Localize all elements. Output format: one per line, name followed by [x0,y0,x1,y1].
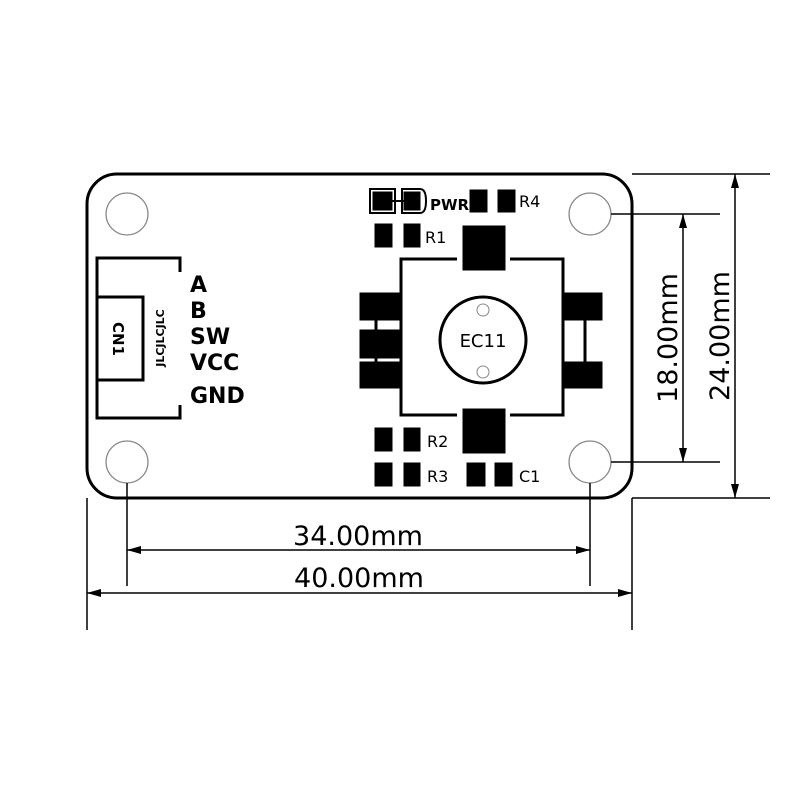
dimension-arrows [87,174,739,597]
pin-labels: A B SW VCC GND [190,273,245,409]
mounting-hole [105,192,149,236]
label-r1: R1 [425,228,446,247]
pin-label-sw: SW [190,325,230,350]
pin-label-a: A [190,273,207,298]
label-c1: C1 [519,467,540,486]
dimension-lines [86,173,770,630]
connector-cn1 [95,256,182,420]
connector-silk: JLCJLCJLC [154,309,167,368]
label-pwr: PWR [430,196,470,214]
pin-label-vcc: VCC [190,351,239,376]
encoder-ec11 [359,225,603,454]
connector-ref: CN1 [109,322,127,356]
mounting-holes [105,192,612,484]
dim-board-width: 40.00mm [294,563,424,594]
smd-pads [369,188,516,487]
dim-board-height: 24.00mm [705,271,736,401]
pin-label-gnd: GND [190,384,245,409]
pin-label-b: B [190,299,207,324]
label-r3: R3 [427,467,448,486]
dim-hole-spacing-y: 18.00mm [653,273,684,403]
label-r2: R2 [427,432,448,451]
dim-hole-spacing-x: 34.00mm [293,521,423,552]
label-r4: R4 [519,192,540,211]
encoder-label: EC11 [460,331,507,352]
